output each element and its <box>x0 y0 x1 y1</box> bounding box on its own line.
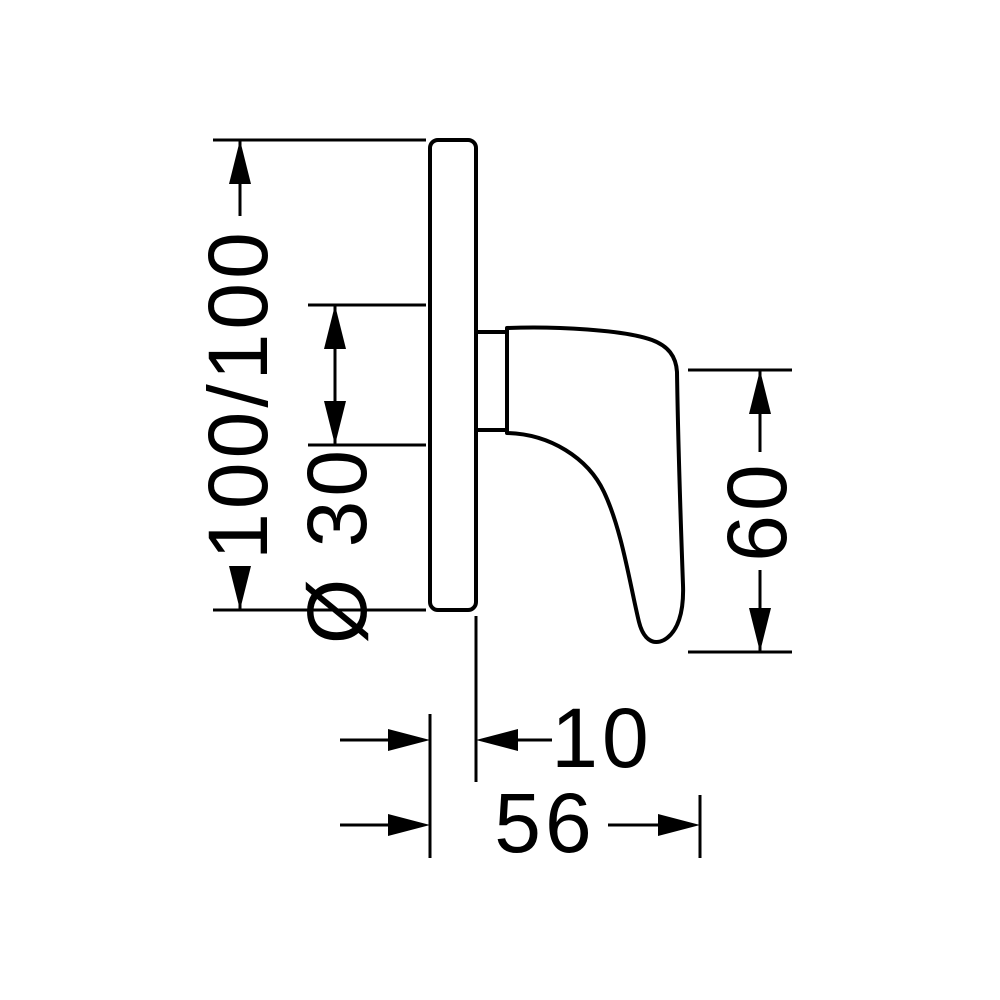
handle-body-outline <box>505 325 686 644</box>
dim-label-plate-square: 100/100 <box>191 228 285 560</box>
arrow-right-icon <box>388 814 430 836</box>
arrow-up-icon <box>229 140 251 184</box>
arrow-up-icon <box>749 370 771 414</box>
dim-label-total-depth: 56 <box>494 776 595 870</box>
arrow-right-icon <box>658 814 700 836</box>
arrow-right-icon <box>388 729 430 751</box>
arrow-up-icon <box>324 305 346 349</box>
dim-label-plate-depth: 10 <box>551 691 652 785</box>
dim-label-diameter: Ø 30 <box>290 446 384 644</box>
dimension-diameter: Ø 30 <box>290 303 426 644</box>
arrow-down-icon <box>749 608 771 652</box>
dimension-plate-square: 100/100 <box>191 138 426 612</box>
dimension-plate-depth: 10 <box>340 616 652 785</box>
dim-label-handle-height: 60 <box>710 460 804 561</box>
dimension-handle-height: 60 <box>688 368 804 654</box>
lever-handle-side-view <box>474 325 686 644</box>
arrow-down-icon <box>324 401 346 445</box>
arrow-down-icon <box>229 566 251 610</box>
arrow-left-icon <box>476 729 518 751</box>
wall-plate-side-view <box>428 138 478 612</box>
dimension-total-depth: 56 <box>340 714 702 870</box>
wall-plate-outline <box>428 138 478 612</box>
